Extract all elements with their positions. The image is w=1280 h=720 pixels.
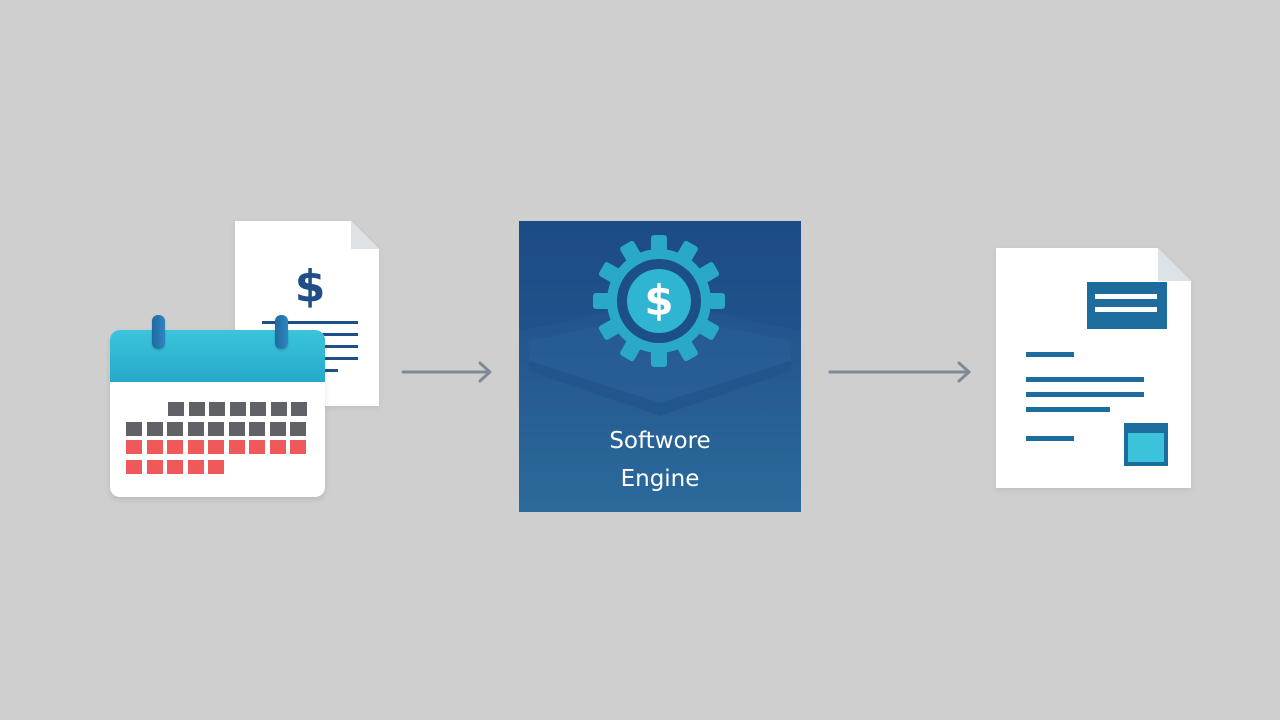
calendar-day-cell (146, 422, 163, 436)
engine-title: Softwore Engine (519, 422, 801, 498)
calendar-day-cell (209, 402, 225, 416)
invoice-line (308, 345, 358, 348)
calendar-day-cell (228, 440, 245, 454)
engine-title-line2: Engine (620, 466, 700, 492)
calendar-day-cell (126, 440, 142, 454)
calendar-day-cell (290, 440, 306, 454)
calendar-day-cell (187, 440, 204, 454)
arrow-right-icon (828, 361, 971, 383)
calendar-day-cell (228, 422, 245, 436)
arrow-right-icon (401, 361, 492, 383)
calendar-day-cell (229, 402, 246, 416)
invoice-line (308, 333, 358, 336)
calendar-day-cell (146, 460, 163, 474)
calendar-day-cell (269, 440, 286, 454)
calendar-day-cell (126, 422, 142, 436)
calendar-day-cell (249, 440, 265, 454)
calendar-icon (110, 330, 325, 497)
calendar-day-cell (291, 402, 307, 416)
invoice-line (308, 357, 358, 360)
calendar-day-cell (270, 402, 287, 416)
calendar-day-cell (126, 460, 142, 474)
calendar-day-cell (208, 422, 224, 436)
calendar-day-cell (249, 422, 265, 436)
calendar-day-cell (167, 422, 183, 436)
calendar-day-cell (167, 440, 183, 454)
calendar-day-cell (146, 440, 163, 454)
calendar-day-cell (208, 460, 224, 474)
dollar-gear-icon: $ (593, 235, 725, 367)
dollar-icon: $ (294, 261, 326, 312)
calendar-day-cell (290, 422, 306, 436)
calendar-ring (152, 315, 165, 349)
calendar-day-cell (188, 402, 205, 416)
calendar-day-cell (208, 440, 224, 454)
calendar-day-cell (168, 402, 184, 416)
report-document-icon (996, 248, 1191, 488)
calendar-day-cell (187, 422, 204, 436)
calendar-day-cell (167, 460, 183, 474)
svg-text:$: $ (644, 276, 673, 325)
calendar-day-cell (250, 402, 266, 416)
calendar-header (110, 330, 325, 382)
invoice-line (262, 321, 358, 324)
calendar-ring (275, 315, 288, 349)
calendar-day-cell (187, 460, 204, 474)
engine-title-line1: Softwore (609, 428, 711, 454)
calendar-day-cell (269, 422, 286, 436)
